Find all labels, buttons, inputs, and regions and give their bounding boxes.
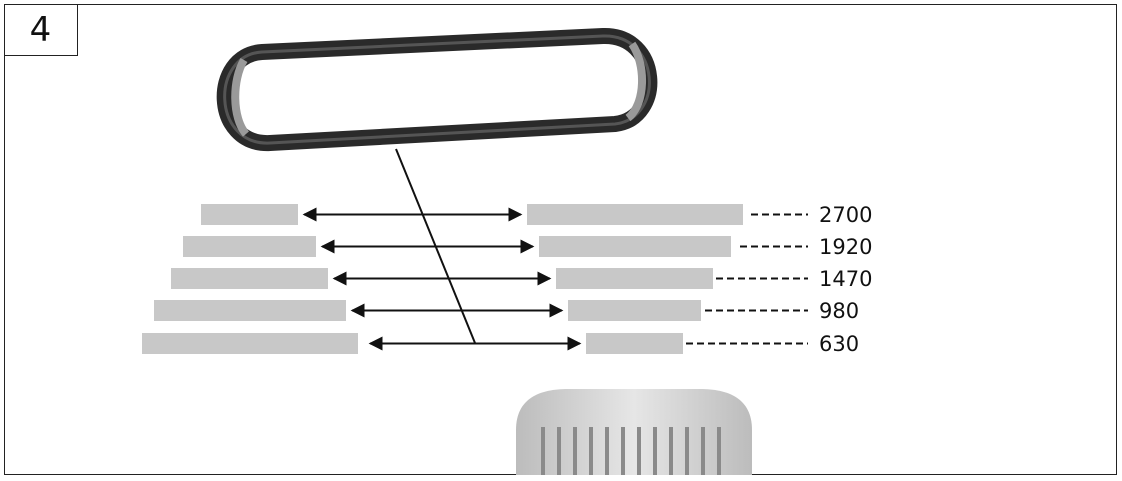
cooling-fin [653,427,657,475]
motor-pulley-step [183,236,316,257]
motor-cooling-fins [541,427,721,475]
speed-label: 2700 [819,202,873,227]
spindle-pulley-step [556,268,713,289]
motor-pulley-step [142,333,358,354]
motor-pulley-step [171,268,328,289]
cooling-fin [541,427,545,475]
spindle-pulley-step [539,236,731,257]
cooling-fin [685,427,689,475]
spindle-pulley-step [527,204,743,225]
motor-pulley-step [201,204,298,225]
cooling-fin [573,427,577,475]
belt-position-line [395,148,476,344]
drive-belt-icon [216,27,658,151]
speed-label: 1470 [819,266,873,291]
speed-label: 1920 [819,234,873,259]
motor-housing [516,389,752,475]
step-number: 4 [4,4,78,56]
speed-label: 980 [819,298,860,323]
cooling-fin [605,427,609,475]
spindle-pulley-step [586,333,683,354]
cooling-fin [701,427,705,475]
motor-pulley-step [154,300,346,321]
spindle-pulley-step [568,300,701,321]
cooling-fin [557,427,561,475]
cooling-fin [589,427,593,475]
cooling-fin [717,427,721,475]
pulley-steps [142,204,808,354]
cooling-fin [669,427,673,475]
speed-label: 630 [819,331,860,356]
cooling-fin [621,427,625,475]
cooling-fin [637,427,641,475]
